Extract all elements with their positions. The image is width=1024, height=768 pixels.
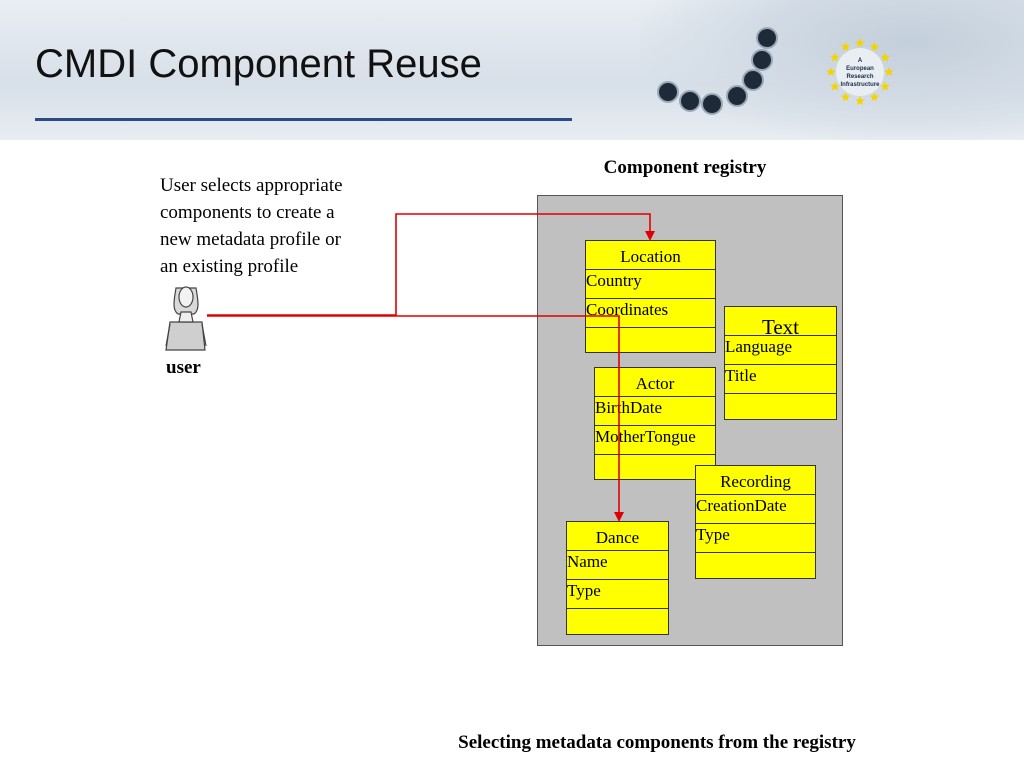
star-icon — [855, 38, 865, 48]
component-header: Actor — [595, 368, 715, 397]
logo-line: A — [858, 58, 863, 64]
star-icon — [880, 81, 890, 91]
slide-caption: Selecting metadata components from the r… — [458, 732, 856, 753]
star-icon — [826, 67, 836, 77]
logo-line: Infrastructure — [840, 82, 880, 88]
star-icon — [840, 92, 851, 102]
component-header: Dance — [567, 522, 668, 551]
star-icon — [830, 81, 840, 91]
component-location[interactable]: Location Country Coordinates — [585, 240, 716, 353]
star-icon — [884, 67, 894, 77]
star-icon — [840, 41, 851, 51]
star-icon — [830, 52, 840, 62]
instruction-line: an existing profile — [160, 256, 299, 277]
component-field: Coordinates — [586, 299, 715, 328]
component-field: BirthDate — [595, 397, 715, 426]
eu-stars-icon — [826, 38, 894, 106]
user-icon — [165, 286, 207, 351]
title-underline — [35, 118, 572, 121]
component-field — [567, 609, 668, 637]
component-field: Country — [586, 270, 715, 299]
component-actor[interactable]: Actor BirthDate MotherTongue — [594, 367, 716, 480]
component-header: Recording — [696, 466, 815, 495]
component-field: Name — [567, 551, 668, 580]
component-dance[interactable]: Dance Name Type — [566, 521, 669, 635]
component-field: CreationDate — [696, 495, 815, 524]
star-icon — [880, 52, 890, 62]
component-header: Location — [586, 241, 715, 270]
component-text[interactable]: Text Language Title — [724, 306, 837, 420]
component-field: Type — [567, 580, 668, 609]
star-icon — [869, 41, 880, 51]
component-registry-title: Component registry — [603, 157, 767, 178]
network-dots-graphic — [657, 27, 778, 115]
instruction-line: User selects appropriate — [160, 175, 343, 196]
eri-logo-text: A European Research Infrastructure — [840, 58, 880, 88]
instruction-line: new metadata profile or — [160, 229, 341, 250]
component-field — [586, 328, 715, 356]
component-field — [725, 394, 836, 422]
component-header: Text — [725, 307, 836, 339]
component-recording[interactable]: Recording CreationDate Type — [695, 465, 816, 579]
user-label: user — [166, 357, 201, 378]
component-field — [696, 553, 815, 581]
component-field: MotherTongue — [595, 426, 715, 455]
logo-line: European — [846, 66, 874, 72]
component-field: Title — [725, 365, 836, 394]
slide-title: CMDI Component Reuse — [35, 42, 482, 86]
component-field: Language — [725, 336, 836, 365]
logo-line: Research — [846, 74, 873, 80]
star-icon — [855, 96, 865, 106]
instruction-line: components to create a — [160, 202, 335, 223]
star-icon — [869, 92, 880, 102]
header-graphics: A European Research Infrastructure — [657, 27, 894, 115]
instruction-text: User selects appropriate components to c… — [160, 172, 400, 280]
slide-header: CMDI Component Reuse A European Research… — [0, 0, 1024, 140]
component-field: Type — [696, 524, 815, 553]
